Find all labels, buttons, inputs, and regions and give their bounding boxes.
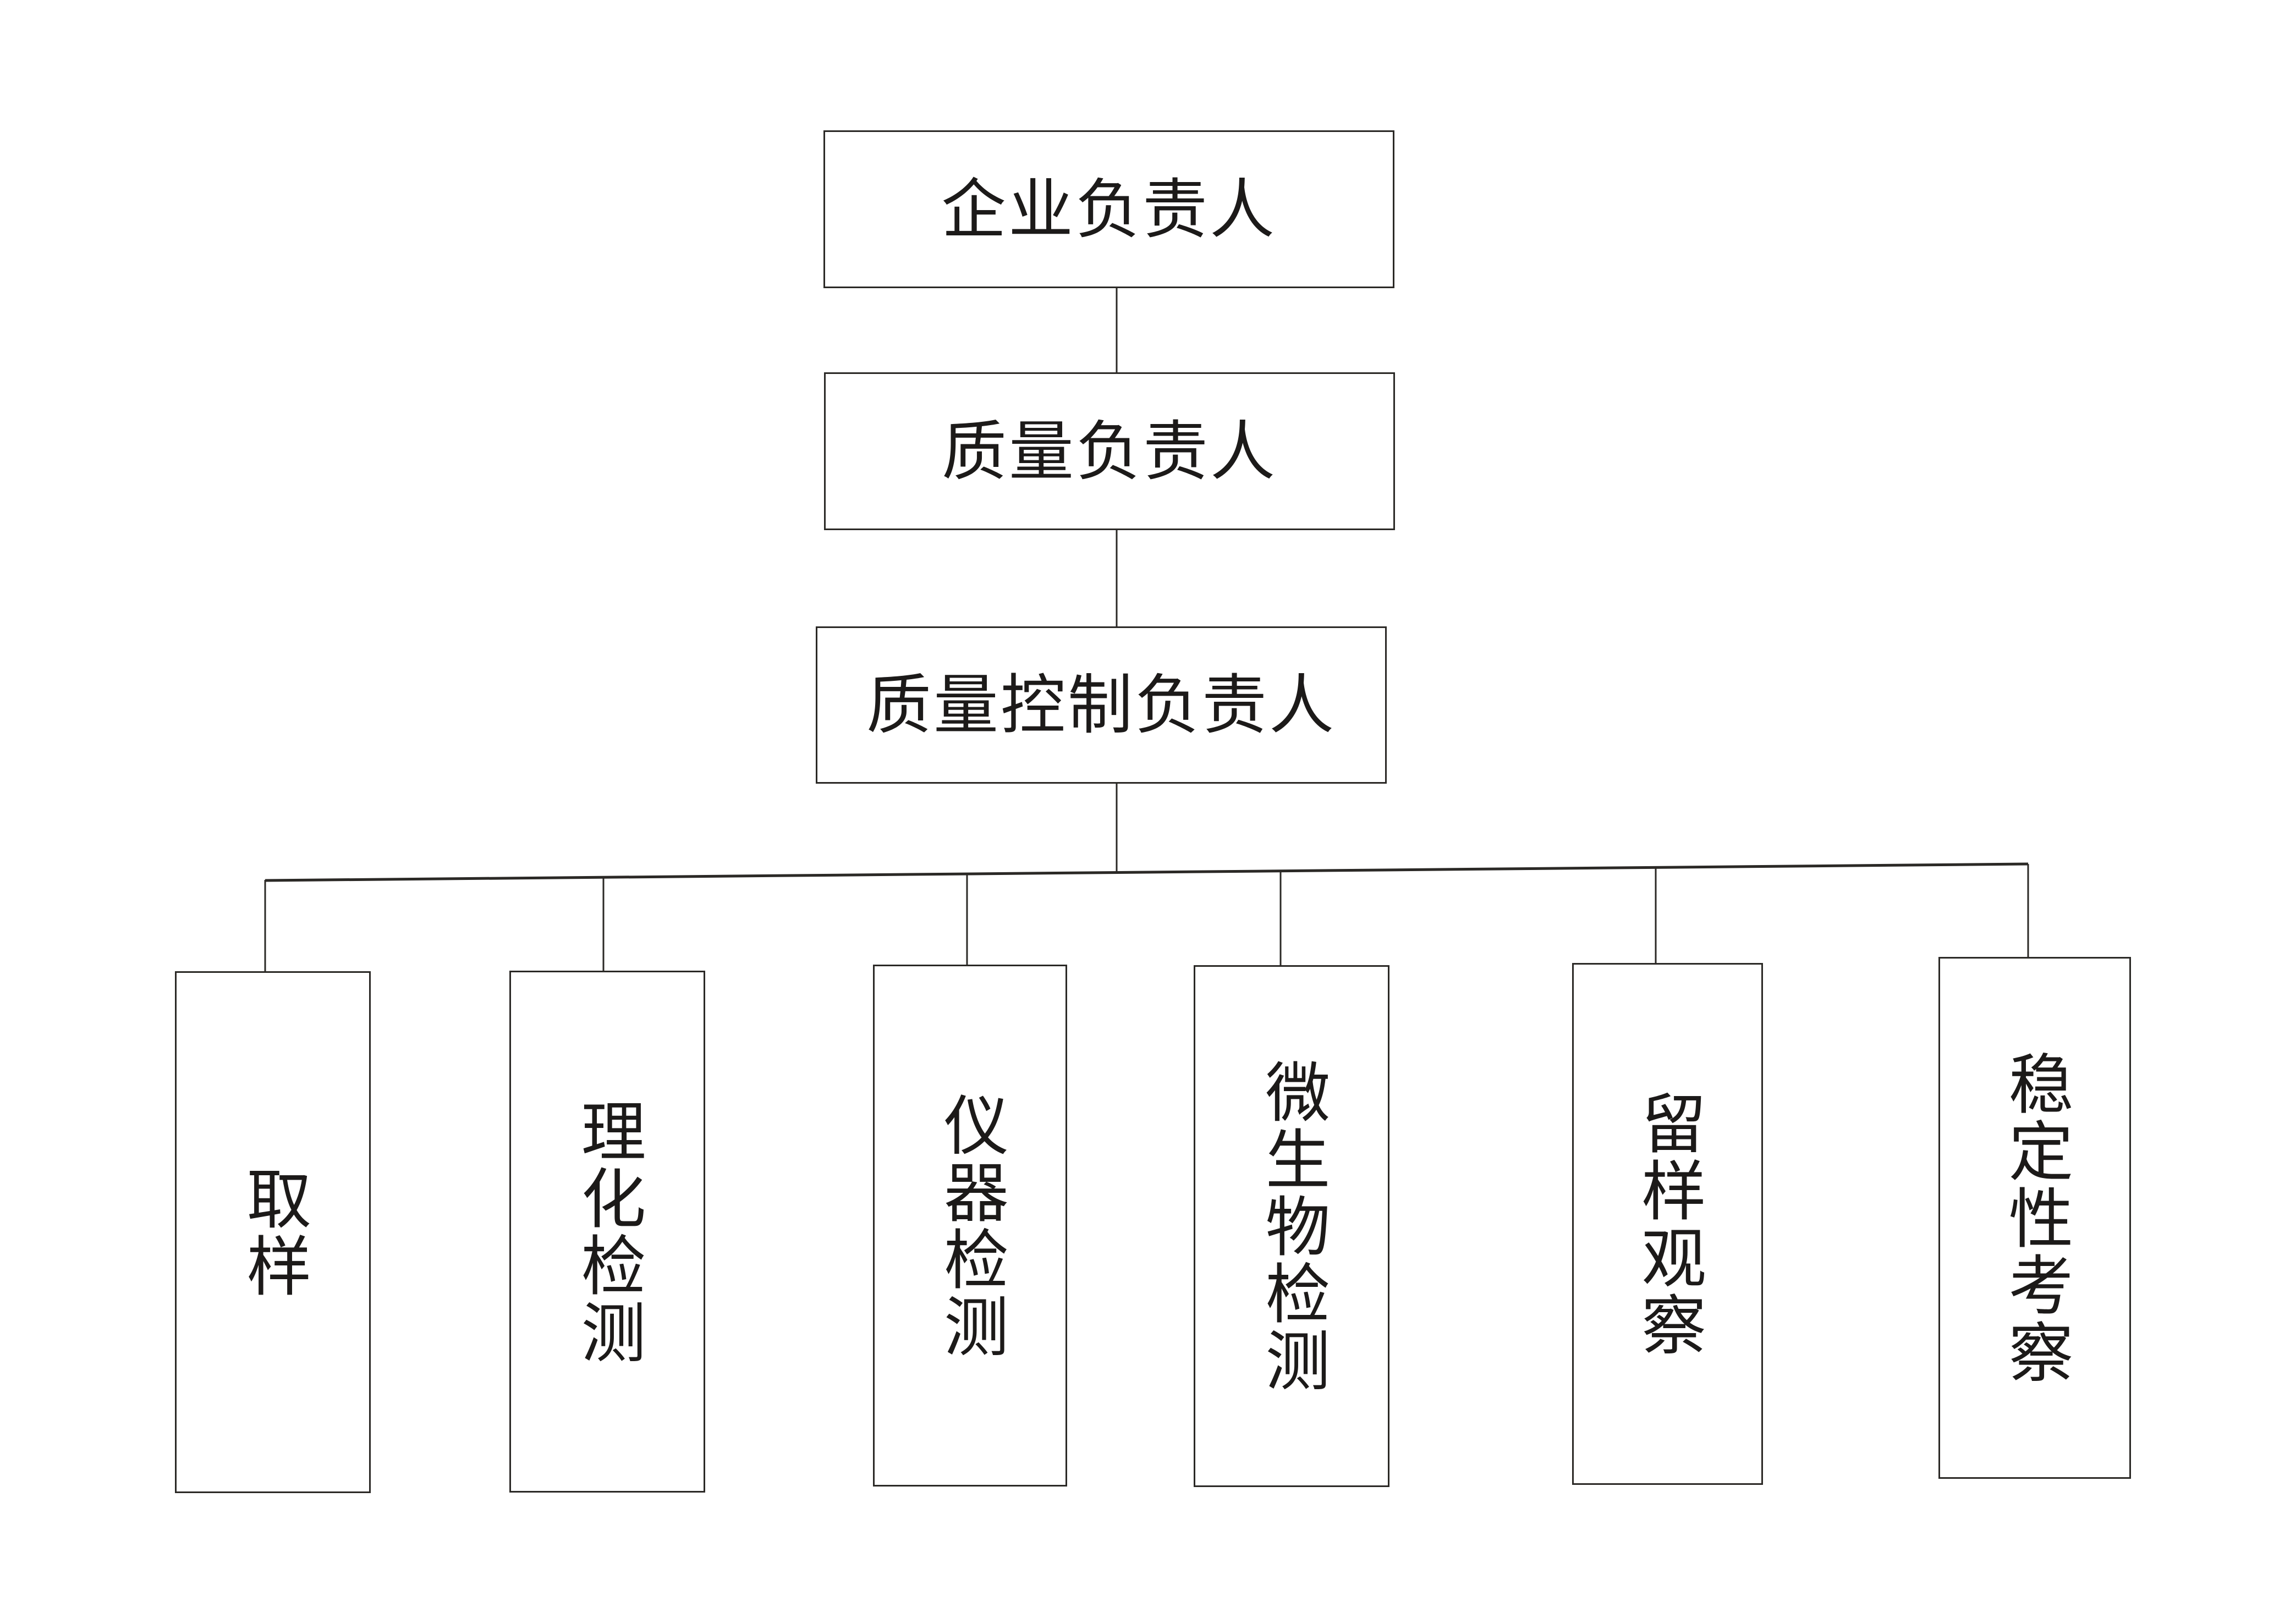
node-enterprise-manager-label: 企业负责人 xyxy=(941,171,1277,247)
node-quality-manager: 质量负责人 xyxy=(824,372,1395,530)
node-sampling: 取样 xyxy=(175,971,371,1493)
node-quality-control-manager: 质量控制负责人 xyxy=(816,626,1387,784)
node-stability-study-label: 稳定性考察 xyxy=(1997,1050,2073,1386)
node-quality-control-manager-label: 质量控制负责人 xyxy=(866,667,1336,743)
node-sampling-label: 取样 xyxy=(235,1165,311,1300)
node-physicochemical-testing-label: 理化检测 xyxy=(569,1097,646,1366)
node-physicochemical-testing: 理化检测 xyxy=(509,971,705,1493)
node-instrument-testing: 仪器检测 xyxy=(873,965,1067,1487)
node-retained-sample-observation: 留样观察 xyxy=(1572,963,1763,1485)
node-microbiological-testing-label: 微生物检测 xyxy=(1254,1058,1330,1394)
node-instrument-testing-label: 仪器检测 xyxy=(932,1091,1009,1360)
node-quality-manager-label: 质量负责人 xyxy=(941,413,1277,489)
node-stability-study: 稳定性考察 xyxy=(1938,957,2131,1479)
node-retained-sample-observation-label: 留样观察 xyxy=(1630,1089,1706,1358)
node-enterprise-manager: 企业负责人 xyxy=(823,130,1394,288)
node-microbiological-testing: 微生物检测 xyxy=(1194,965,1389,1487)
connector-rail xyxy=(265,862,2029,882)
